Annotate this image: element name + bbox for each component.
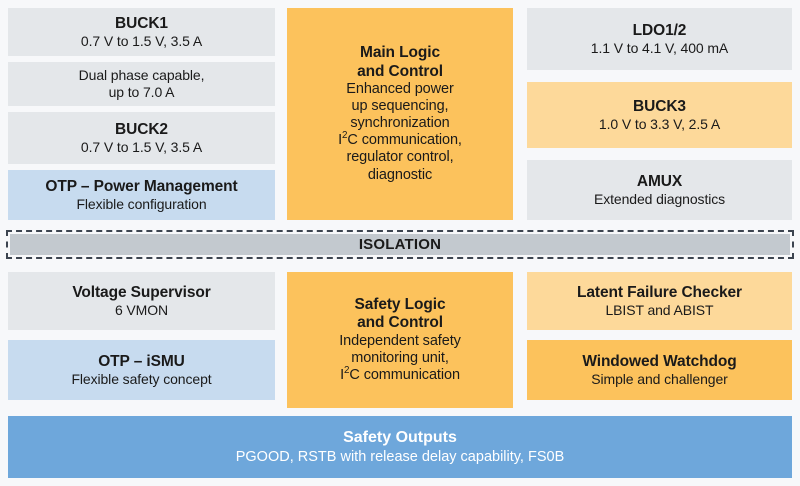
block-voltage-supervisor-sub: 6 VMON (114, 301, 169, 318)
block-amux: AMUX Extended diagnostics (527, 160, 792, 220)
block-voltage-supervisor: Voltage Supervisor 6 VMON (8, 272, 275, 330)
block-safety-outputs: Safety Outputs PGOOD, RSTB with release … (8, 416, 792, 478)
block-buck2-sub: 0.7 V to 1.5 V, 3.5 A (80, 138, 203, 155)
block-main-logic-sub-line3: synchronization (350, 115, 450, 132)
block-safety-logic-sub-line1: Independent safety (339, 332, 461, 349)
block-ldo1-2: LDO1/2 1.1 V to 4.1 V, 400 mA (527, 8, 792, 70)
block-windowed-watchdog: Windowed Watchdog Simple and challenger (527, 340, 792, 400)
block-buck2-title: BUCK2 (115, 120, 168, 138)
block-amux-title: AMUX (636, 172, 683, 190)
block-safety-outputs-sub: PGOOD, RSTB with release delay capabilit… (235, 448, 565, 465)
block-safety-logic-sub-line2: monitoring unit, (351, 349, 449, 366)
block-main-logic-sub-line2: up sequencing, (351, 98, 449, 115)
block-buck3: BUCK3 1.0 V to 3.3 V, 2.5 A (527, 82, 792, 148)
block-latent-failure-checker: Latent Failure Checker LBIST and ABIST (527, 272, 792, 330)
block-safety-outputs-title: Safety Outputs (343, 428, 457, 446)
block-main-logic-sub-line1: Enhanced power (346, 80, 454, 97)
block-buck3-sub: 1.0 V to 3.3 V, 2.5 A (598, 115, 721, 132)
isolation-boundary: ISOLATION (6, 230, 794, 259)
isolation-label: ISOLATION (10, 234, 790, 255)
block-buck1-sub: 0.7 V to 1.5 V, 3.5 A (80, 32, 203, 49)
block-dual-phase-line2: up to 7.0 A (108, 84, 175, 100)
block-otp-power-management-title: OTP – Power Management (45, 177, 238, 195)
block-main-logic-title-line1: Main Logic (360, 44, 440, 62)
block-otp-ismu-sub: Flexible safety concept (71, 370, 212, 387)
block-buck1-title: BUCK1 (115, 14, 168, 32)
block-latent-failure-checker-title: Latent Failure Checker (577, 283, 742, 301)
block-main-logic-sub-line4: I2C communication, (338, 130, 462, 149)
block-windowed-watchdog-title: Windowed Watchdog (582, 352, 737, 370)
block-safety-logic-title-line2: and Control (357, 314, 443, 332)
block-voltage-supervisor-title: Voltage Supervisor (72, 283, 211, 301)
block-latent-failure-checker-sub: LBIST and ABIST (605, 301, 714, 318)
block-buck2: BUCK2 0.7 V to 1.5 V, 3.5 A (8, 112, 275, 164)
superscript-two: 2 (342, 130, 348, 142)
block-otp-ismu: OTP – iSMU Flexible safety concept (8, 340, 275, 400)
superscript-two: 2 (344, 365, 350, 376)
block-main-logic-and-control: Main Logic and Control Enhanced power up… (287, 8, 513, 220)
block-otp-ismu-title: OTP – iSMU (98, 352, 185, 370)
block-main-logic-title-line2: and Control (357, 62, 443, 80)
block-otp-power-management: OTP – Power Management Flexible configur… (8, 170, 275, 220)
block-amux-sub: Extended diagnostics (593, 190, 726, 207)
block-dual-phase-line1: Dual phase capable, (78, 67, 205, 84)
block-dual-phase: Dual phase capable, up to 7.0 A (8, 62, 275, 106)
block-safety-logic-and-control: Safety Logic and Control Independent saf… (287, 272, 513, 408)
block-ldo1-2-sub: 1.1 V to 4.1 V, 400 mA (590, 39, 729, 56)
block-buck3-title: BUCK3 (633, 97, 686, 115)
block-windowed-watchdog-sub: Simple and challenger (591, 370, 728, 387)
block-main-logic-sub-line6: diagnostic (367, 166, 433, 183)
block-ldo1-2-title: LDO1/2 (632, 21, 687, 39)
block-main-logic-sub-line5: regulator control, (346, 149, 454, 166)
block-safety-logic-sub-line3: I2C communication (340, 365, 460, 383)
block-otp-power-management-sub: Flexible configuration (76, 195, 207, 212)
block-safety-logic-title-line1: Safety Logic (354, 296, 446, 314)
block-buck1: BUCK1 0.7 V to 1.5 V, 3.5 A (8, 8, 275, 56)
